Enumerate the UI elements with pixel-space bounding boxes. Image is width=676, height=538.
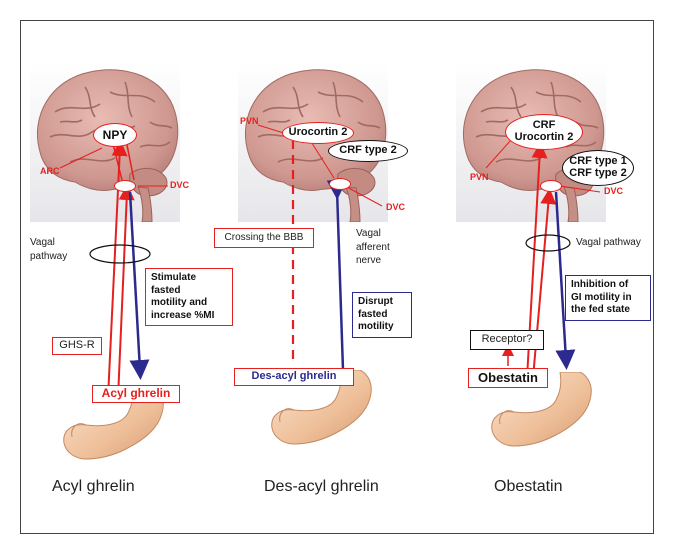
obestatin-box: Obestatin bbox=[468, 368, 548, 388]
desacyl-blue-arrow bbox=[337, 190, 343, 370]
obestatin-vagal-ring bbox=[526, 235, 570, 251]
afferent-label: Vagal afferent nerve bbox=[356, 227, 390, 268]
ghsr-box: GHS-R bbox=[52, 337, 102, 355]
acyl-vagal-ring bbox=[90, 245, 150, 263]
bbb-box: Crossing the BBB bbox=[214, 228, 314, 248]
acyl-ghrelin-box: Acyl ghrelin bbox=[92, 385, 180, 403]
acyl-dvc-node bbox=[114, 180, 136, 192]
obestatin-dvc-node bbox=[540, 180, 562, 192]
acyl-caption: Acyl ghrelin bbox=[52, 478, 135, 496]
desacyl-ghrelin-box: Des-acyl ghrelin bbox=[234, 368, 354, 386]
desacyl-dvc-pointer bbox=[345, 186, 382, 206]
arc-label: ARC bbox=[40, 166, 60, 176]
acyl-red-arrow-1 bbox=[118, 192, 127, 398]
obestatin-dvc-pointer bbox=[560, 186, 600, 192]
obestatin-dvc-label: DVC bbox=[604, 186, 623, 196]
acyl-vagal-label: Vagal pathway bbox=[30, 236, 67, 263]
arc-pointer bbox=[60, 148, 102, 168]
obestatin-vagal-label: Vagal pathway bbox=[576, 236, 641, 250]
urocortin-oval: Urocortin 2 bbox=[282, 122, 354, 144]
disrupt-box: Disrupt fasted motility bbox=[352, 292, 412, 338]
receptor-box: Receptor? bbox=[470, 330, 544, 350]
pvn-label-2: PVN bbox=[240, 116, 259, 126]
npy-oval: NPY bbox=[93, 123, 137, 147]
stimulate-box: Stimulate fasted motility and increase %… bbox=[145, 268, 233, 326]
desacyl-dvc-label: DVC bbox=[386, 202, 405, 212]
obestatin-caption: Obestatin bbox=[494, 478, 562, 496]
acyl-blue-arrow bbox=[130, 192, 140, 370]
crf-types-oval: CRF type 1 CRF type 2 bbox=[562, 150, 634, 186]
acyl-npy-link-2 bbox=[126, 140, 134, 180]
desacyl-caption: Des-acyl ghrelin bbox=[264, 478, 379, 496]
desacyl-dvc-node bbox=[329, 178, 351, 190]
crf-type2-oval: CRF type 2 bbox=[328, 140, 408, 162]
pvn-label-3: PVN bbox=[470, 172, 489, 182]
inhibition-box: Inhibition of GI motility in the fed sta… bbox=[565, 275, 651, 321]
acyl-dvc-label: DVC bbox=[170, 180, 189, 190]
crf-urocortin-oval: CRF Urocortin 2 bbox=[505, 114, 583, 150]
